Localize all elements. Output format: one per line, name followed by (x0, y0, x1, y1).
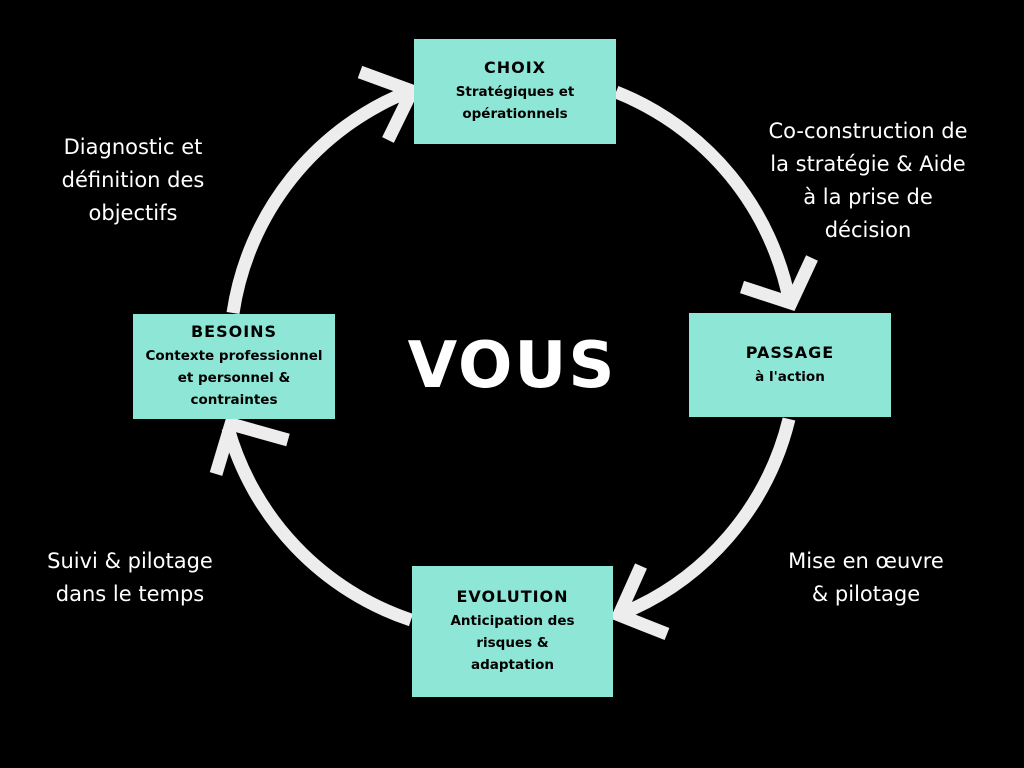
step-desc-passage: à l'action (755, 368, 825, 385)
center-title: VOUS (407, 329, 617, 403)
step-title-choix: CHOIX (483, 58, 547, 77)
step-box-passage: PASSAGE à l'action (689, 313, 891, 417)
step-desc-besoins: Contexte professionnel et personnel & co… (145, 348, 323, 408)
transition-label-suivi: Suivi & pilotage dans le temps (47, 549, 213, 606)
transition-label-diagnostic: Diagnostic et définition des objectifs (61, 135, 205, 225)
arc-passage-to-evolution (618, 417, 796, 621)
arrowhead-evolution-icon (610, 563, 670, 641)
step-box-evolution: EVOLUTION Anticipation des risques & ada… (412, 566, 613, 697)
arc-evolution-to-besoins (221, 426, 414, 627)
step-title-besoins: BESOINS (190, 322, 278, 341)
step-box-choix: CHOIX Stratégiques et opérationnels (414, 39, 616, 144)
transition-label-mise-en-oeuvre: Mise en œuvre & pilotage (788, 549, 944, 606)
step-desc-choix: Stratégiques et opérationnels (455, 84, 575, 122)
transition-label-coconstruction: Co-construction de la stratégie & Aide à… (768, 119, 968, 242)
arrowhead-besoins-icon (209, 416, 290, 476)
step-title-passage: PASSAGE (745, 342, 835, 362)
arrowhead-choix-icon (357, 65, 422, 143)
arc-choix-to-passage (613, 85, 797, 306)
arc-besoins-to-choix (226, 84, 413, 314)
step-title-evolution: EVOLUTION (456, 587, 569, 606)
step-box-besoins: BESOINS Contexte professionnel et person… (133, 314, 335, 419)
arrowhead-passage-icon (739, 255, 818, 311)
step-desc-evolution: Anticipation des risques & adaptation (450, 613, 575, 673)
